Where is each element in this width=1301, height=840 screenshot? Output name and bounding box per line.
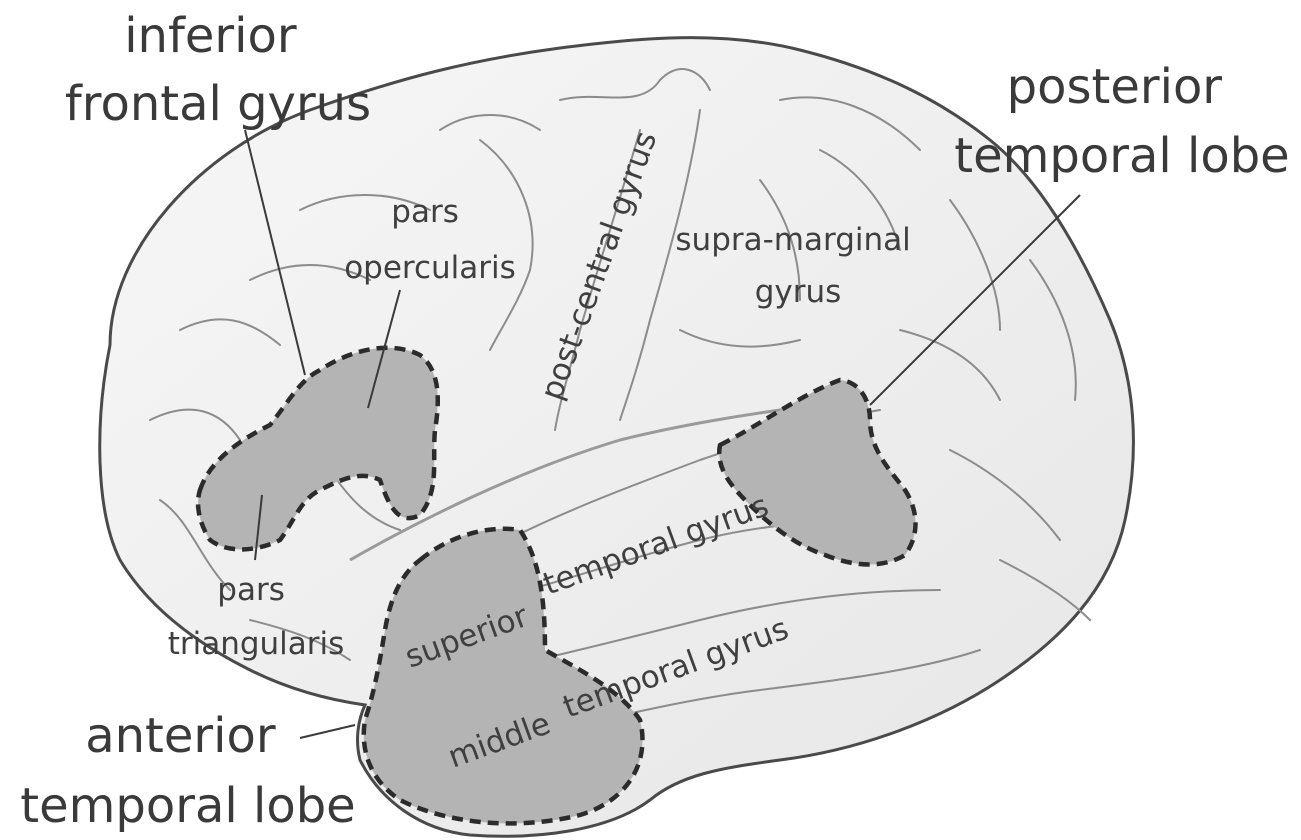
label-pars-opercularis-line-2: opercularis [344, 250, 516, 286]
label-inferior-frontal-gyrus-line-1: inferior [124, 8, 297, 64]
label-anterior-temporal-lobe-line-2: temporal lobe [20, 778, 355, 834]
label-anterior-temporal-lobe-line-1: anterior [85, 708, 276, 764]
label-pars-opercularis-line-1: pars [391, 194, 459, 230]
label-posterior-temporal-lobe: posterior temporal lobe [954, 59, 1289, 184]
label-posterior-temporal-lobe-line-1: posterior [1007, 59, 1223, 115]
label-supra-marginal-gyrus-line-2: gyrus [755, 274, 842, 310]
label-pars-triangularis-line-2: triangularis [168, 626, 345, 662]
label-inferior-frontal-gyrus-line-2: frontal gyrus [65, 76, 371, 132]
label-posterior-temporal-lobe-line-2: temporal lobe [954, 128, 1289, 184]
label-anterior-temporal-lobe: anterior temporal lobe [20, 708, 355, 834]
label-supra-marginal-gyrus-line-1: supra-marginal [675, 222, 910, 258]
label-inferior-frontal-gyrus: inferior frontal gyrus [65, 8, 371, 132]
leader-anterior-temporal-lobe [300, 725, 355, 738]
label-pars-triangularis-line-1: pars [217, 572, 285, 608]
